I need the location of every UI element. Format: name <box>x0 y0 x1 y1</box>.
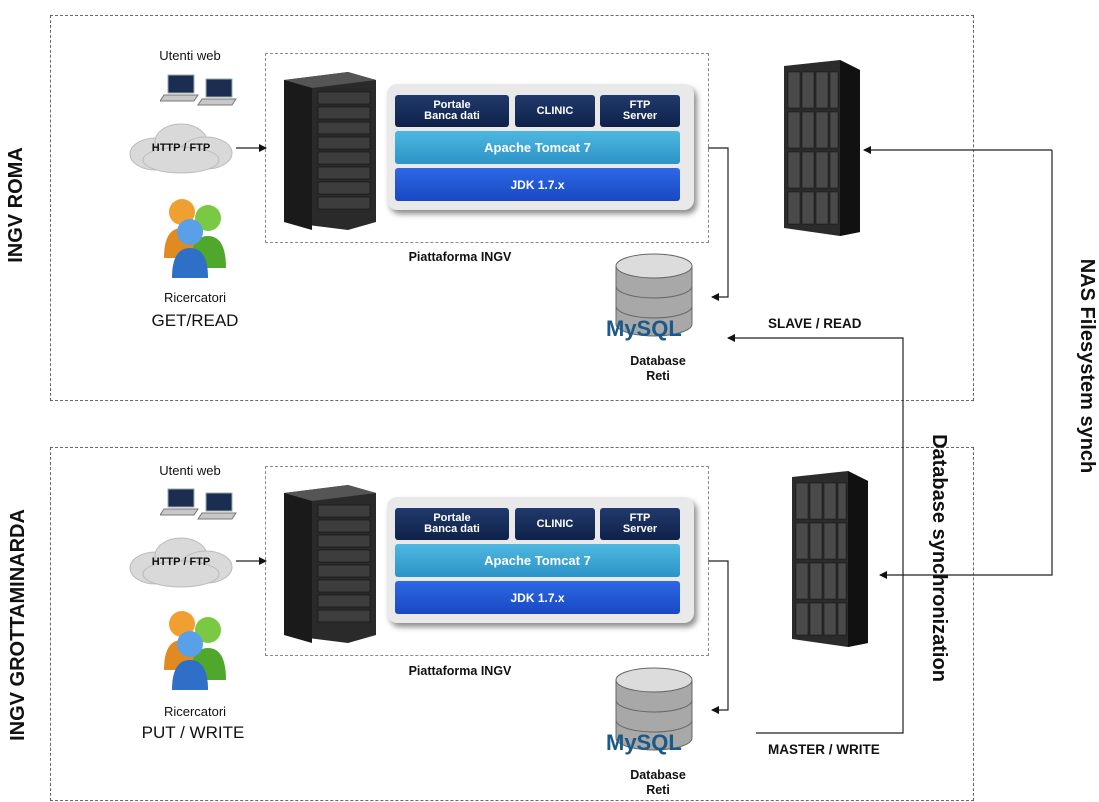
cloud-icon <box>129 123 233 174</box>
nas-sync-arrow <box>879 150 1053 579</box>
platform-label: Piattaforma INGV <box>408 250 512 264</box>
module-ftp: FTP Server <box>600 95 680 127</box>
platform-db-link <box>708 560 729 714</box>
nas-sync-label: NAS Filesystem synch <box>1076 258 1098 474</box>
nas-storage-icon <box>784 60 860 236</box>
web-users-label: Utenti web <box>159 48 221 63</box>
module-ftp: FTP Server <box>600 508 680 540</box>
module-clinic: CLINIC <box>515 95 595 127</box>
slave-read-label: SLAVE / READ <box>768 316 862 331</box>
database-sync-label: Database synchronization <box>928 434 950 682</box>
module-clinic-label: CLINIC <box>536 104 574 117</box>
site-box-grottaminarda <box>50 447 974 801</box>
db-sync-arrow <box>727 334 904 734</box>
site-box-roma <box>50 15 974 401</box>
researchers-icon <box>164 199 226 278</box>
platform-label: Piattaforma INGV <box>408 664 512 678</box>
cloud-label: HTTP / FTP <box>151 142 211 154</box>
laptops-icon <box>160 488 237 520</box>
database-label: Database Reti <box>630 768 686 797</box>
jdk-label: JDK 1.7.x <box>510 177 565 192</box>
mysql-database-icon: MySQL <box>606 253 693 341</box>
tomcat-label: Apache Tomcat 7 <box>484 140 591 155</box>
module-portal: Portale Banca dati <box>395 508 509 540</box>
server-rack-icon <box>284 72 376 230</box>
database-label: Database Reti <box>630 354 686 383</box>
jdk-label: JDK 1.7.x <box>510 590 565 605</box>
researchers-label: Ricercatori <box>163 290 227 305</box>
master-write-label: MASTER / WRITE <box>768 742 880 757</box>
laptops-icon <box>160 74 237 106</box>
tomcat-label: Apache Tomcat 7 <box>484 553 591 568</box>
mysql-database-icon: MySQL <box>606 667 693 755</box>
module-portal: Portale Banca dati <box>395 95 509 127</box>
module-ftp-label: FTP Server <box>622 512 658 535</box>
access-mode-label: GET/READ <box>151 311 239 330</box>
module-clinic: CLINIC <box>515 508 595 540</box>
researchers-icon <box>164 611 226 690</box>
jdk-layer: JDK 1.7.x <box>395 168 680 201</box>
mysql-logo: MySQL <box>606 316 682 341</box>
module-portal-label: Portale Banca dati <box>424 99 480 122</box>
module-portal-label: Portale Banca dati <box>424 512 480 535</box>
server-rack-icon <box>284 485 376 643</box>
nas-storage-icon <box>792 471 868 647</box>
web-users-label: Utenti web <box>159 463 221 478</box>
cloud-label: HTTP / FTP <box>151 556 211 568</box>
mysql-logo: MySQL <box>606 730 682 755</box>
jdk-layer: JDK 1.7.x <box>395 581 680 614</box>
researchers-label: Ricercatori <box>163 704 227 719</box>
cloud-icon <box>129 537 233 588</box>
platform-db-link <box>708 147 729 301</box>
module-ftp-label: FTP Server <box>622 99 658 122</box>
tomcat-layer: Apache Tomcat 7 <box>395 544 680 577</box>
access-mode-label: PUT / WRITE <box>141 723 245 742</box>
tomcat-layer: Apache Tomcat 7 <box>395 131 680 164</box>
module-clinic-label: CLINIC <box>536 517 574 530</box>
